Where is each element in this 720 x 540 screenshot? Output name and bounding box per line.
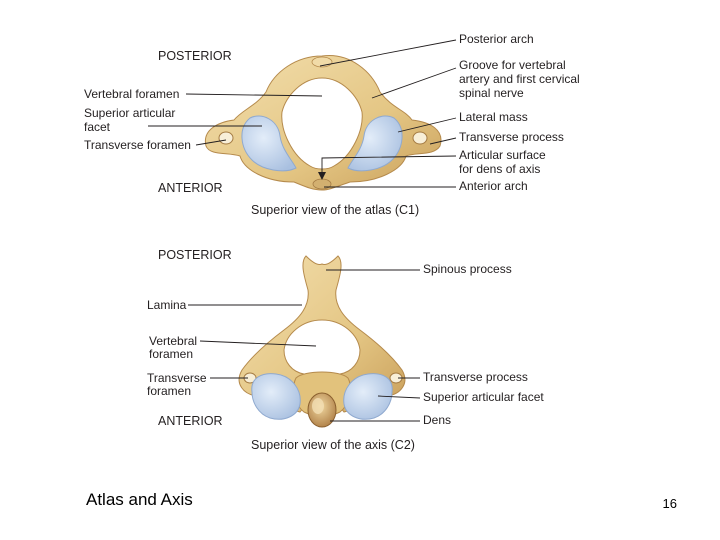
axis-spinous-process-label: Spinous process <box>423 262 512 276</box>
axis-lamina-label: Lamina <box>147 298 187 312</box>
atlas-illustration <box>204 55 442 191</box>
axis-vertebral-foramen-label-2: foramen <box>149 347 193 361</box>
atlas-ring <box>204 55 442 191</box>
atlas-transverse-foramen-left <box>218 131 234 145</box>
axis-transverse-foramen-label-2: foramen <box>147 384 191 398</box>
atlas-articular-arrowhead <box>318 172 326 180</box>
slide-number: 16 <box>662 496 677 511</box>
atlas-anterior-label: ANTERIOR <box>158 181 223 195</box>
axis-facet-right <box>343 373 393 420</box>
atlas-superior-facet-label-2: facet <box>84 120 111 134</box>
atlas-posterior-label: POSTERIOR <box>158 49 232 63</box>
axis-anterior-label: ANTERIOR <box>158 414 223 428</box>
axis-dens-label: Dens <box>423 413 451 427</box>
axis-superior-facet-label: Superior articular facet <box>423 390 544 404</box>
axis-caption: Superior view of the axis (C2) <box>251 438 415 452</box>
atlas-groove-label-3: spinal nerve <box>459 86 524 100</box>
atlas-articular-surface-label-2: for dens of axis <box>459 162 540 176</box>
axis-dens-tip <box>312 398 324 414</box>
axis-transverse-foramen-label-1: Transverse <box>147 371 207 385</box>
atlas-facet-left <box>241 115 297 172</box>
atlas-vertebral-foramen-label: Vertebral foramen <box>84 87 179 101</box>
atlas-lateral-mass-label: Lateral mass <box>459 110 528 124</box>
atlas-transverse-foramen-right <box>412 131 428 145</box>
axis-illustration <box>238 255 406 428</box>
atlas-anterior-arch-label: Anterior arch <box>459 179 528 193</box>
axis-posterior-label: POSTERIOR <box>158 248 232 262</box>
slide-title: Atlas and Axis <box>86 490 193 509</box>
atlas-posterior-arch-label: Posterior arch <box>459 32 534 46</box>
atlas-superior-facet-label-1: Superior articular <box>84 106 175 120</box>
atlas-caption: Superior view of the atlas (C1) <box>251 203 419 217</box>
atlas-anterior-tubercle <box>312 178 332 190</box>
atlas-transverse-process-label: Transverse process <box>459 130 564 144</box>
atlas-leader-lines <box>148 39 457 188</box>
axis-vertebral-foramen-label-1: Vertebral <box>149 334 197 348</box>
atlas-groove-label-2: artery and first cervical <box>459 72 580 86</box>
atlas-articular-surface-label-1: Articular surface <box>459 148 546 162</box>
axis-leader-lines <box>188 269 421 422</box>
axis-facet-left <box>251 373 301 420</box>
axis-transverse-process-label: Transverse process <box>423 370 528 384</box>
atlas-groove-label-1: Groove for vertebral <box>459 58 566 72</box>
atlas-transverse-foramen-label: Transverse foramen <box>84 138 191 152</box>
